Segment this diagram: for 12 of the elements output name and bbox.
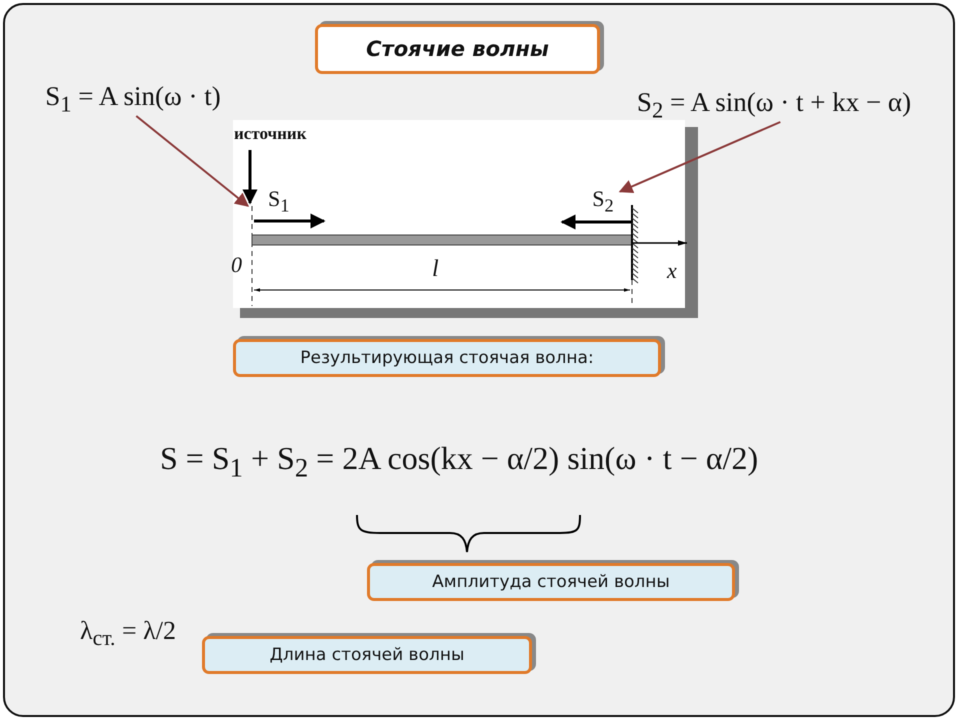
- formula: S$_{2}$ = A sin(ω · t + kx − α): [624, 82, 924, 122]
- leader-line: [618, 121, 781, 194]
- formula: λ$_{ст.}$ = λ/2: [80, 616, 176, 652]
- length-label: l: [432, 256, 439, 283]
- formula: S$_{1}$ = A sin(ω · t): [28, 76, 238, 116]
- source-label: источник: [234, 124, 306, 144]
- origin-label: 0: [231, 252, 242, 278]
- wave-label: S$_{1}$: [268, 186, 290, 216]
- axis-label: x: [667, 258, 677, 284]
- wave-label: S$_{2}$: [586, 184, 620, 214]
- leader-line: [136, 115, 250, 207]
- formula: S = S$_{1}$ + S$_{2}$ = 2A cos(kx − α/2) sin(ω · t − α/2): [160, 440, 758, 484]
